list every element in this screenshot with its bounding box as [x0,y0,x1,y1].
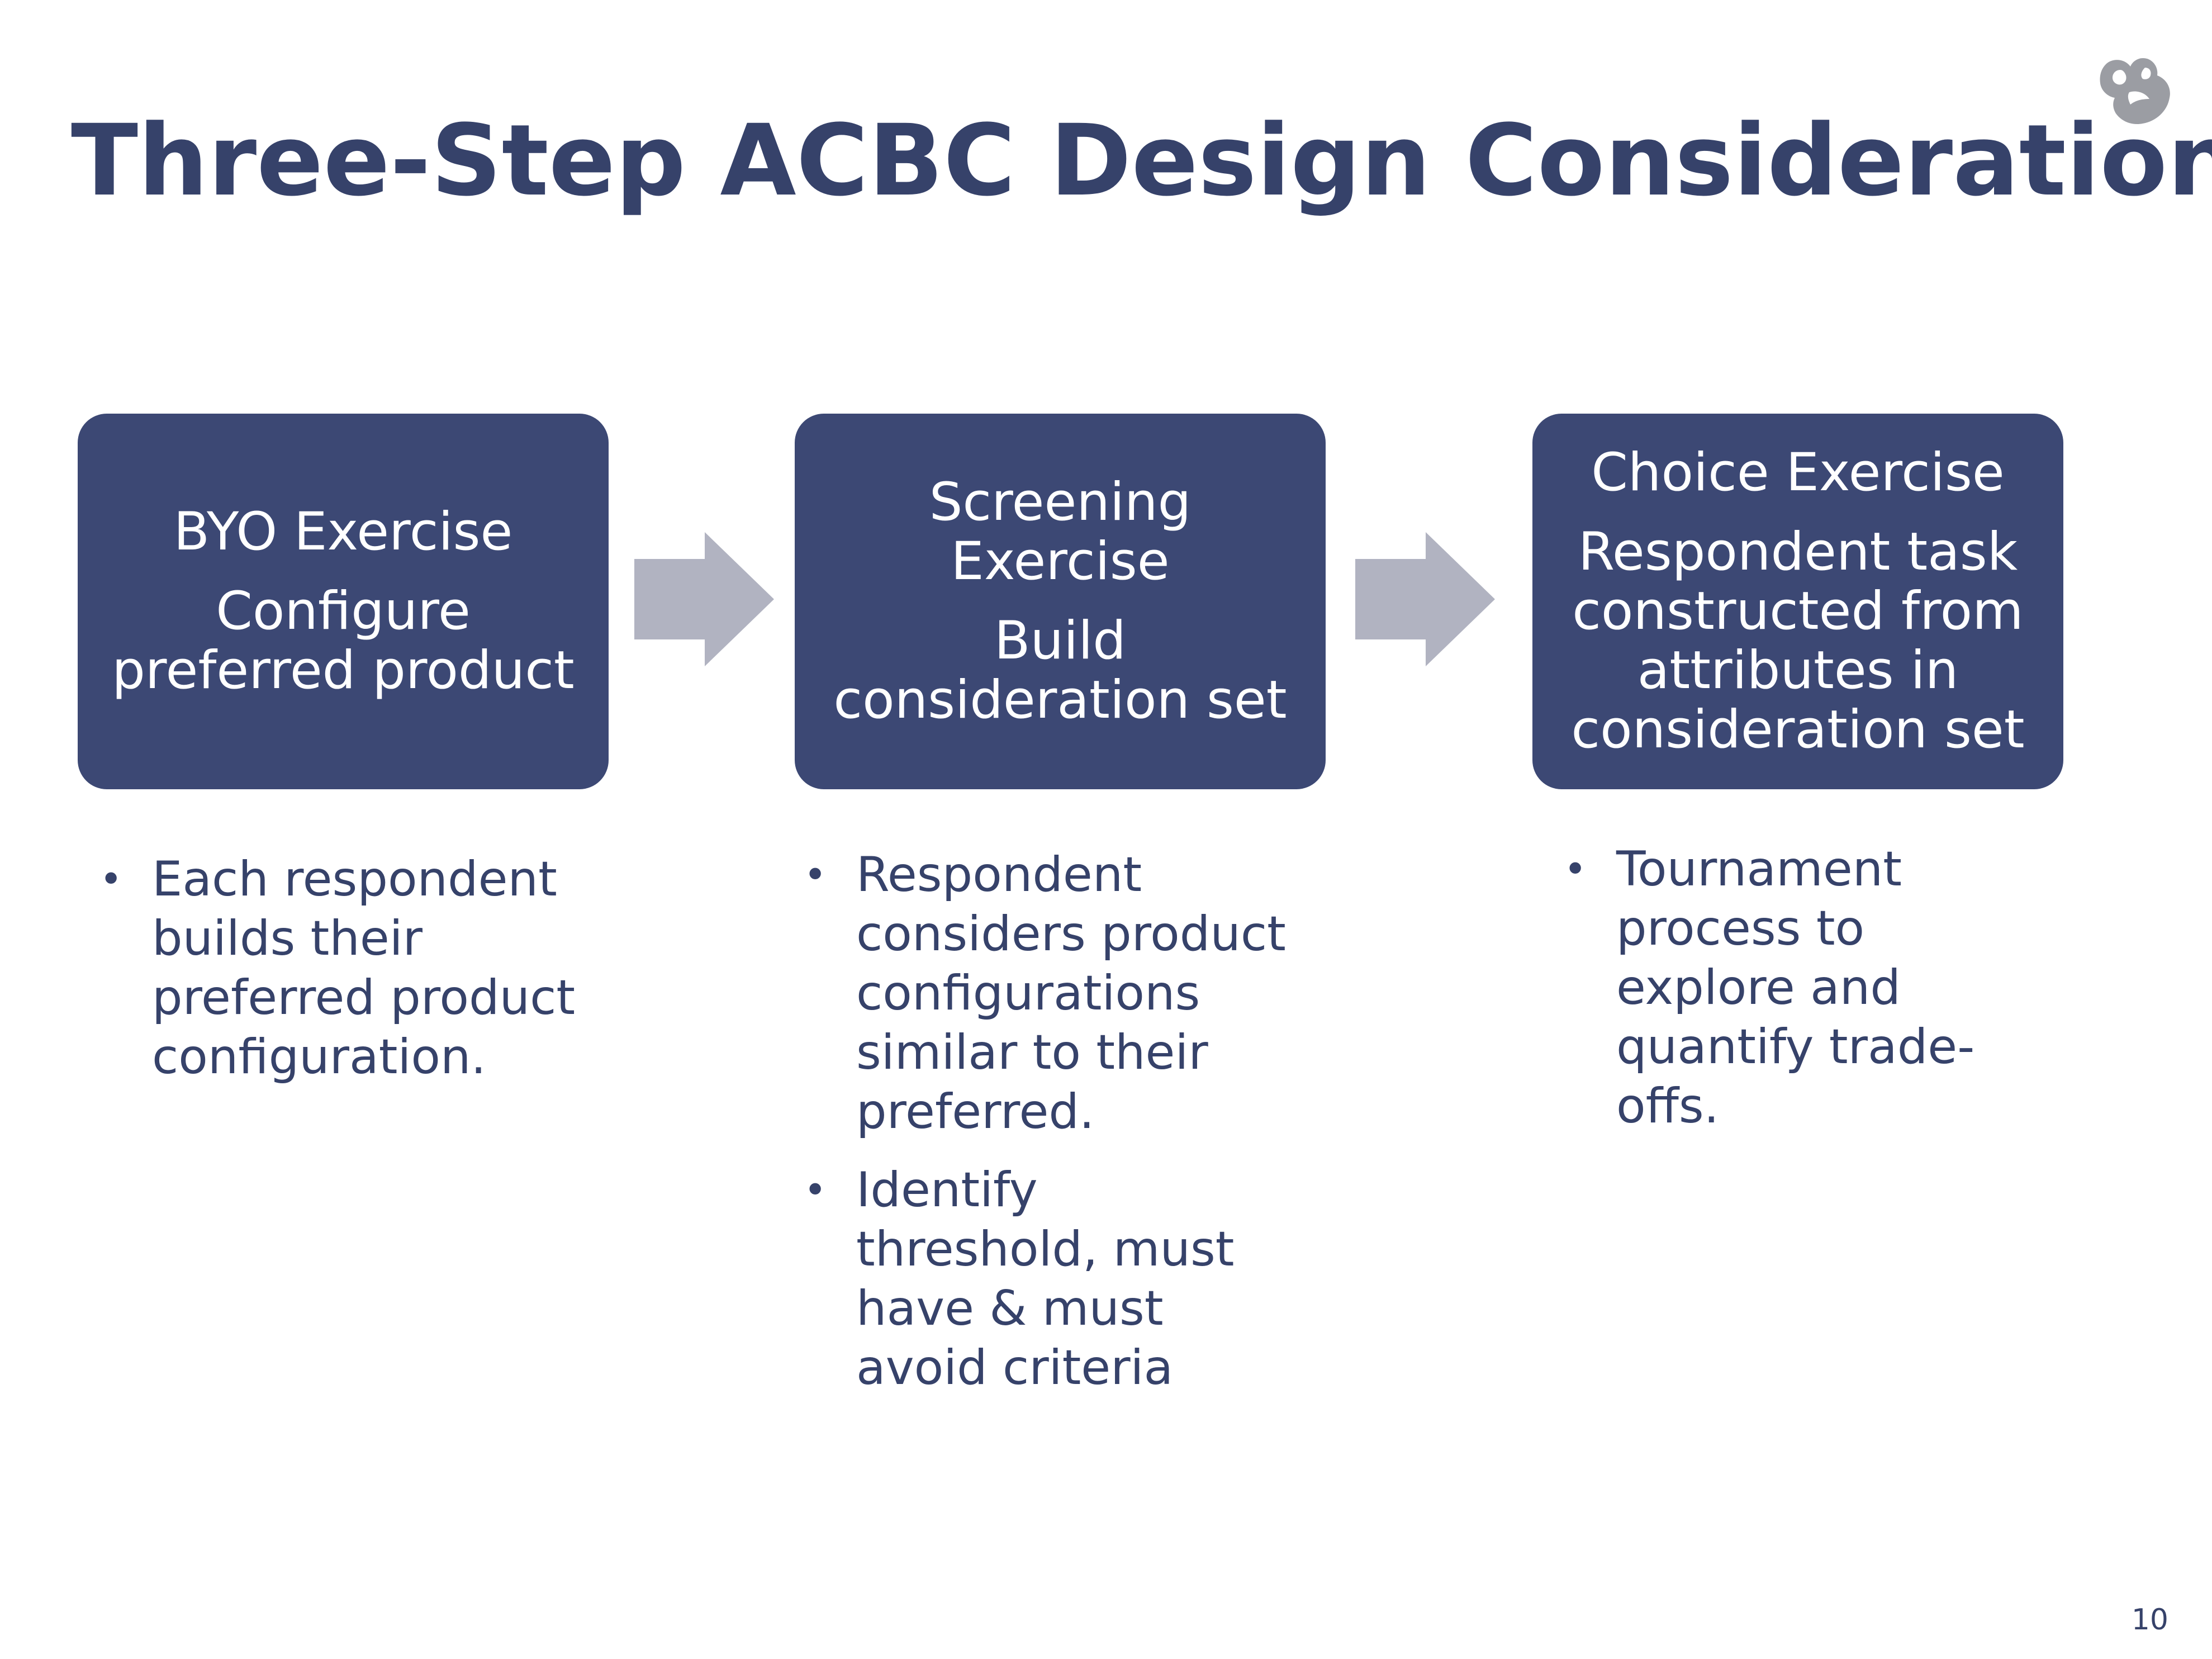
step-box-screening: Screening Exercise Build consideration s… [795,414,1326,789]
step-heading: Screening Exercise [929,472,1192,592]
step-heading: BYO Exercise [173,501,513,562]
step-description: Respondent task constructed from attribu… [1571,522,2025,760]
arrow-right-icon [1355,532,1495,666]
step-description: Configure preferred product [112,581,575,701]
step-box-byo: BYO Exercise Configure preferred product [78,414,609,789]
bullet-list-byo: Each respondent builds their preferred p… [95,850,587,1106]
bullet-item: Tournament process to explore and quanti… [1559,840,2040,1136]
step-heading: Choice Exercise [1591,442,2005,503]
slide-title: Three-Step ACBC Design Considerations [71,103,2212,218]
arrow-right-icon [634,532,774,666]
bullet-item: Identify threshold, must have & must avo… [799,1160,1291,1397]
page-number: 10 [2131,1603,2168,1637]
bird-logo-icon [2096,53,2174,131]
bullet-item: Respondent considers product configurati… [799,845,1291,1141]
bullet-list-choice: Tournament process to explore and quanti… [1559,840,2040,1155]
step-box-choice: Choice Exercise Respondent task construc… [1532,414,2063,789]
bullet-list-screening: Respondent considers product configurati… [799,845,1291,1416]
step-description: Build consideration set [833,610,1287,731]
bullet-item: Each respondent builds their preferred p… [95,850,587,1087]
